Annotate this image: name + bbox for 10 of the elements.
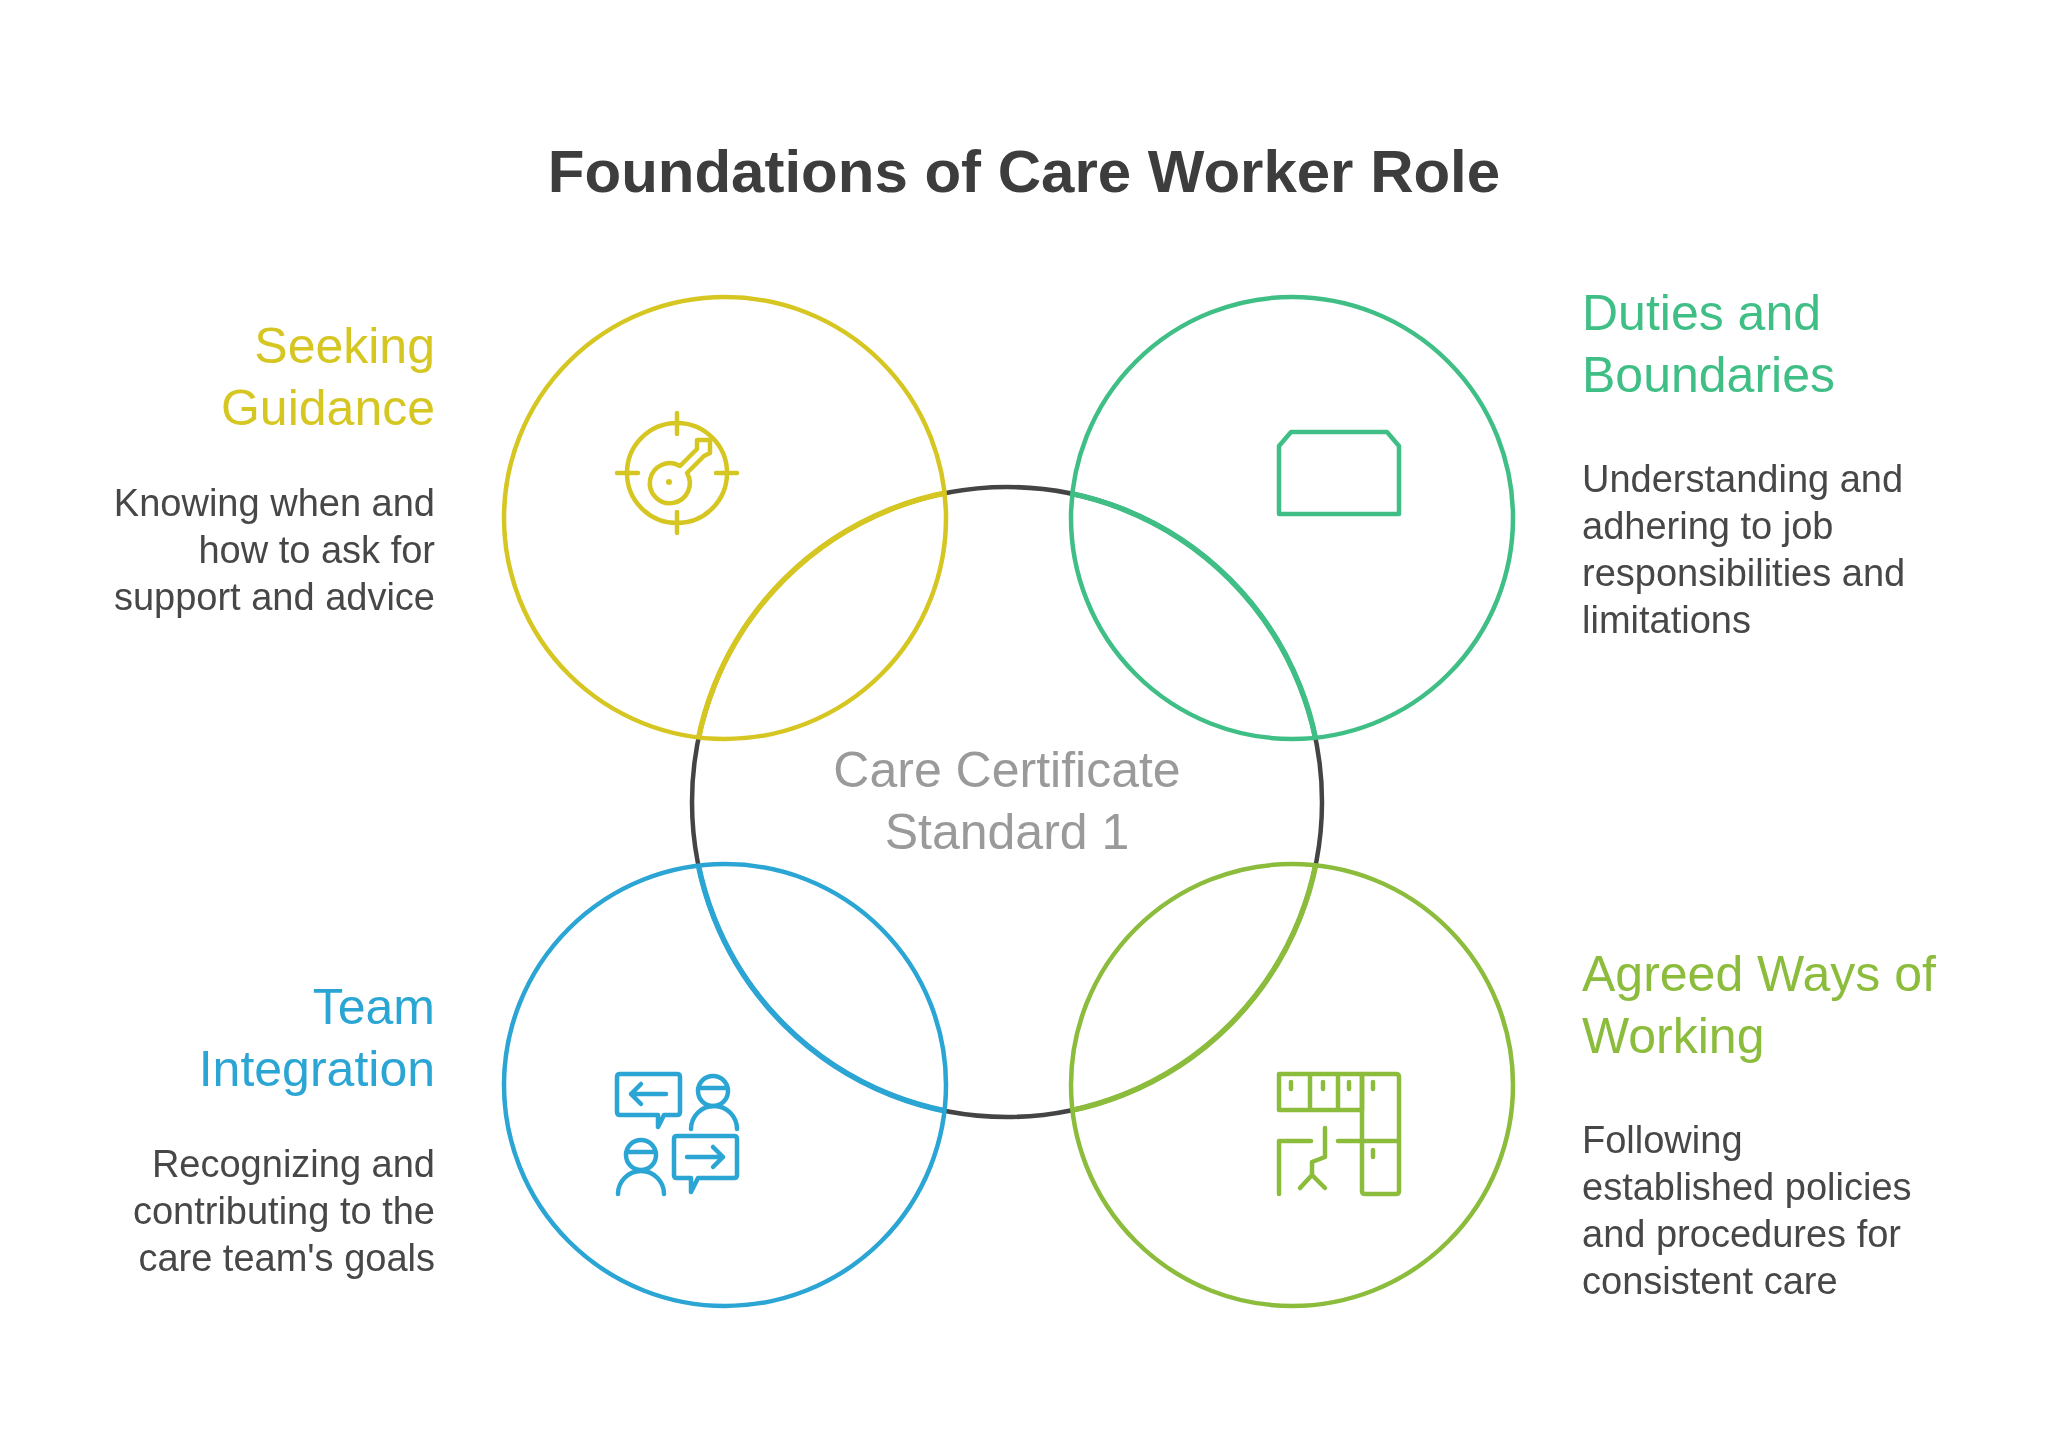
- topic-description: Knowing when and how to ask for support and advice: [112, 481, 435, 620]
- topic-description: Following established policies and procedures for consistent care: [1582, 1118, 1913, 1304]
- center-label: Care Certificate Standard 1: [832, 741, 1182, 862]
- topic-heading: Agreed Ways of Working: [1582, 945, 1937, 1066]
- topic-heading: Duties and Boundaries: [1582, 284, 1836, 405]
- topic-heading: Seeking Guidance: [219, 317, 435, 438]
- topic-description: Recognizing and contributing to the care team's goals: [131, 1142, 435, 1281]
- topic-description: Understanding and adhering to job responsibilities and limitations: [1582, 457, 1907, 643]
- topic-heading: Team Integration: [197, 978, 435, 1099]
- diagram-title: Foundations of Care Worker Role: [547, 137, 1501, 207]
